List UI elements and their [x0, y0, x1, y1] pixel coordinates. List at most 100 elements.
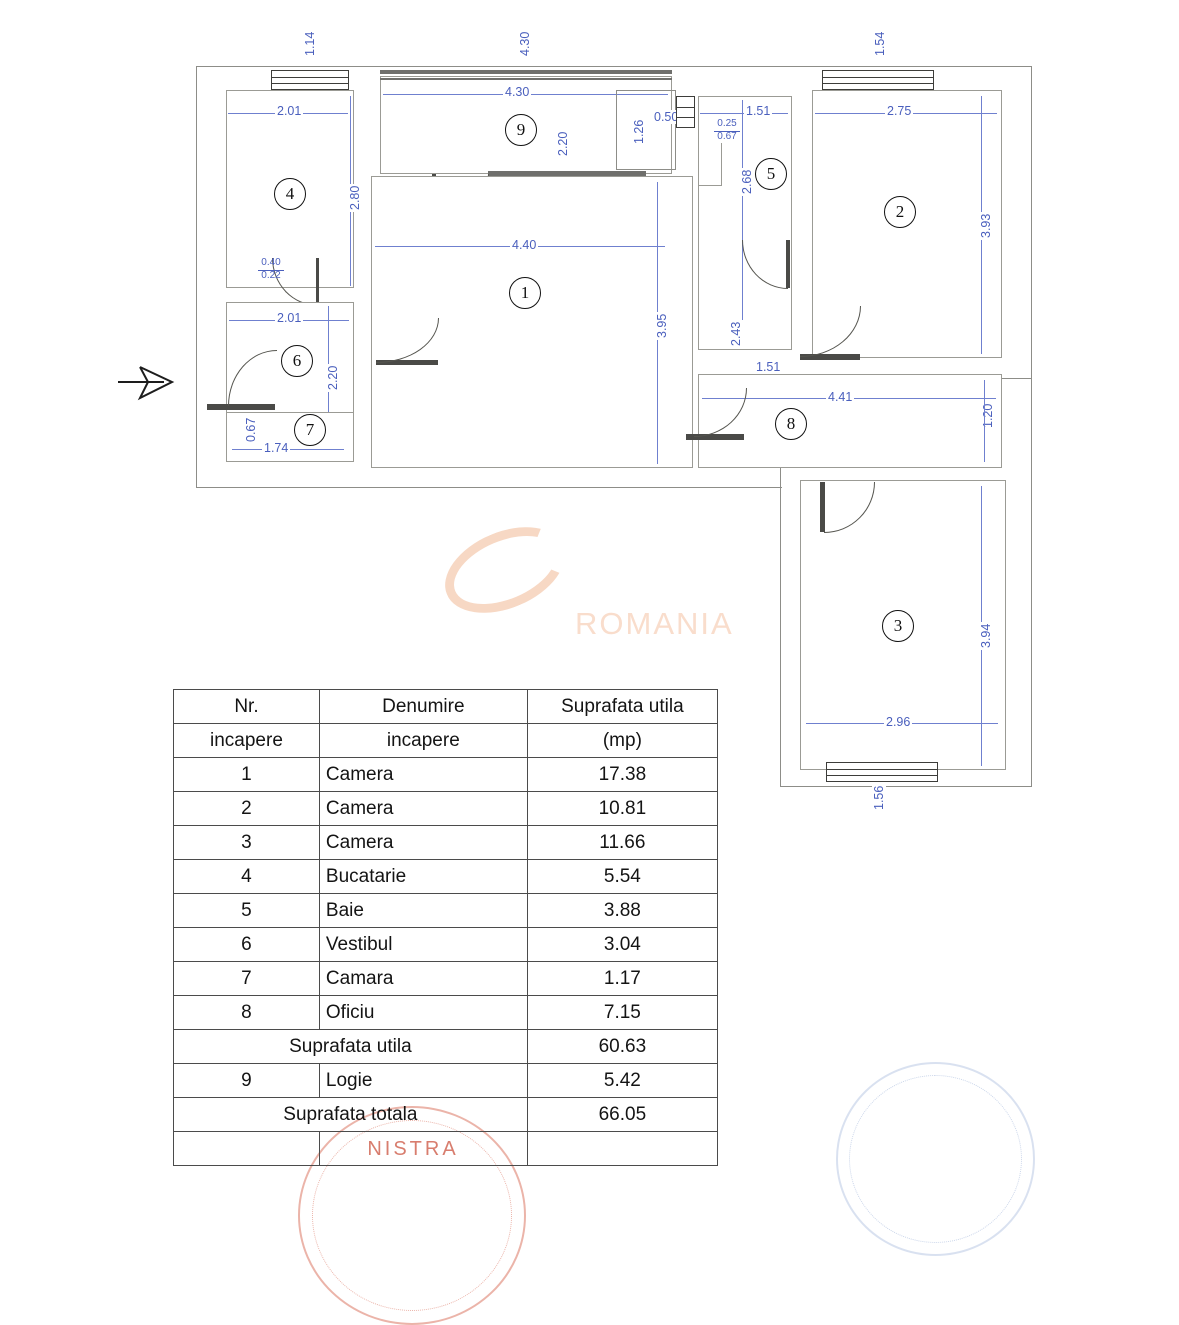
dim-camara-width: 1.74	[262, 441, 291, 455]
table-row: 2 Camera 10.81	[173, 791, 719, 826]
row-name: Camara	[318, 961, 528, 996]
row-area: 17.38	[526, 757, 719, 792]
door-leaf-entry	[207, 404, 275, 410]
row-name: Camera	[318, 757, 528, 792]
row-nr: 7	[173, 961, 320, 996]
row-name: Oficiu	[318, 995, 528, 1030]
wall-logie-top	[380, 70, 672, 74]
dim-room1-height: 3.95	[655, 311, 669, 340]
dim-oficiu-offset: 1.51	[754, 360, 783, 374]
table-row: 3 Camera 11.66	[173, 825, 719, 860]
logie-name: Logie	[318, 1063, 528, 1098]
area-table: Nr. Denumire Suprafata utila incapere in…	[173, 689, 719, 1166]
door-leaf-oficiu-top	[800, 354, 860, 360]
building-outline-main	[196, 66, 1032, 488]
dim-top-logie: 4.30	[518, 29, 532, 58]
dim-top-window-kitchen: 1.14	[303, 29, 317, 58]
dim-bath-height: 2.68	[740, 167, 754, 196]
room-number-9: 9	[505, 114, 537, 146]
row-nr: 5	[173, 893, 320, 928]
room-number-2: 2	[884, 196, 916, 228]
dim-vestibul-width: 2.01	[275, 311, 304, 325]
dim-bath-notch-upper: 0.25	[717, 118, 737, 129]
dim-kitchen-height: 2.80	[348, 183, 362, 212]
dim-oficiu-height-left: 2.43	[729, 319, 743, 348]
row-name: Bucatarie	[318, 859, 528, 894]
door-leaf-oficiu-left	[686, 434, 744, 440]
area-table-body: Nr. Denumire Suprafata utila incapere in…	[173, 689, 719, 1166]
dim-room1-width: 4.40	[510, 238, 539, 252]
header-nr-line2: incapere	[173, 723, 320, 758]
row-name: Baie	[318, 893, 528, 928]
dim-line-oficiu-h-right	[984, 380, 985, 462]
dim-bath-notch-lower: 0.67	[714, 131, 740, 142]
partial-area	[526, 1131, 719, 1166]
total-label: Suprafata totala	[173, 1097, 528, 1132]
room-number-5: 5	[755, 158, 787, 190]
room-number-6: 6	[281, 345, 313, 377]
room-number-1: 1	[509, 277, 541, 309]
dim-camara-height: 0.67	[244, 415, 258, 444]
room-number-4: 4	[274, 178, 306, 210]
door-leaf-room1	[376, 360, 438, 365]
dim-hall-gap-v: 1.26	[632, 117, 646, 146]
dim-kitchen-door-lower: 0.22	[258, 270, 284, 281]
room-8-oficiu	[698, 374, 1002, 468]
logie-area: 5.42	[526, 1063, 719, 1098]
table-header-row-2: incapere incapere (mp)	[173, 723, 719, 758]
shaft-topcenter	[616, 90, 676, 170]
dim-top-window-room2: 1.54	[873, 29, 887, 58]
room-5-bath	[698, 96, 792, 350]
subtotal-label: Suprafata utila	[173, 1029, 528, 1064]
row-nr: 8	[173, 995, 320, 1030]
window-room3	[826, 762, 938, 782]
dim-oficiu-width: 4.41	[826, 390, 855, 404]
row-nr: 6	[173, 927, 320, 962]
row-name: Vestibul	[318, 927, 528, 962]
row-area: 3.04	[526, 927, 719, 962]
entrance-arrow-icon	[137, 366, 175, 401]
row-nr: 3	[173, 825, 320, 860]
row-area: 5.54	[526, 859, 719, 894]
table-row-partial	[173, 1131, 719, 1166]
row-area: 7.15	[526, 995, 719, 1030]
logie-nr: 9	[173, 1063, 320, 1098]
row-area: 1.17	[526, 961, 719, 996]
window-room2	[822, 70, 934, 90]
room-number-7: 7	[294, 414, 326, 446]
dim-logie-height: 2.20	[556, 129, 570, 158]
row-nr: 1	[173, 757, 320, 792]
dim-room3-window: 1.56	[872, 783, 886, 812]
dim-vestibul-height: 2.20	[326, 363, 340, 392]
row-area: 11.66	[526, 825, 719, 860]
subtotal-area: 60.63	[526, 1029, 719, 1064]
table-row: 4 Bucatarie 5.54	[173, 859, 719, 894]
header-name-line2: incapere	[318, 723, 528, 758]
room-number-8: 8	[775, 408, 807, 440]
partial-nr	[173, 1131, 320, 1166]
dim-kitchen-door-upper: 0.40	[261, 257, 281, 268]
row-nr: 4	[173, 859, 320, 894]
window-kitchen	[271, 70, 349, 90]
table-row-subtotal: Suprafata utila 60.63	[173, 1029, 719, 1064]
window-shaft	[676, 96, 695, 128]
table-row-logie: 9 Logie 5.42	[173, 1063, 719, 1098]
dim-room2-width: 2.75	[885, 104, 914, 118]
table-header-row-1: Nr. Denumire Suprafata utila	[173, 689, 719, 724]
entrance-arrow-shaft	[118, 381, 164, 383]
partial-name	[318, 1131, 528, 1166]
table-row: 7 Camara 1.17	[173, 961, 719, 996]
table-row: 1 Camera 17.38	[173, 757, 719, 792]
row-area: 3.88	[526, 893, 719, 928]
table-row: 6 Vestibul 3.04	[173, 927, 719, 962]
total-area: 66.05	[526, 1097, 719, 1132]
header-area-line1: Suprafata utila	[526, 689, 719, 724]
dim-room3-height: 3.94	[979, 621, 993, 650]
dim-room2-height: 3.93	[979, 211, 993, 240]
room-number-3: 3	[882, 610, 914, 642]
table-row: 8 Oficiu 7.15	[173, 995, 719, 1030]
floor-plan-drawing: ROMANIA 4 2.01 2.80 0.40 0.22 9 4.30 2.2…	[118, 29, 1035, 1325]
door-leaf-bath	[786, 240, 790, 288]
dim-line-bath-h	[742, 100, 743, 346]
dim-kitchen-width: 2.01	[275, 104, 304, 118]
